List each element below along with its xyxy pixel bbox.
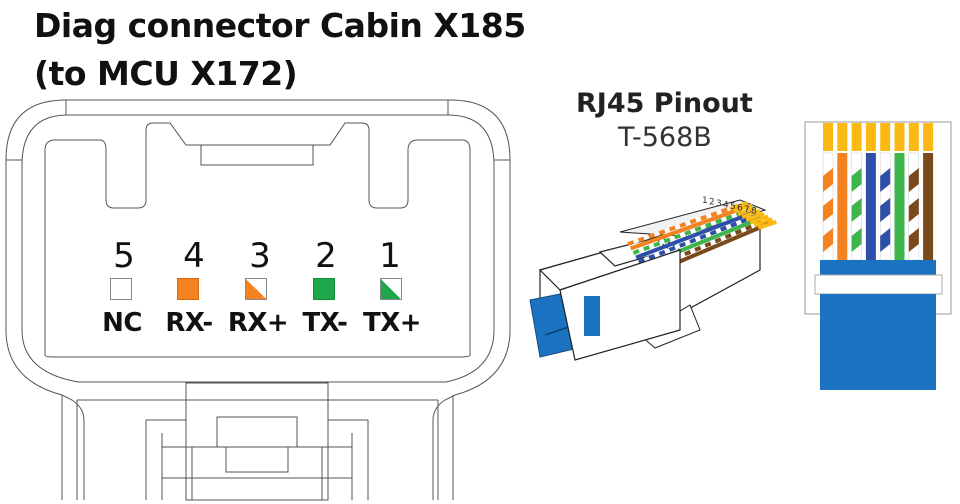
contact-pin-5 bbox=[880, 123, 891, 151]
side-contact-2 bbox=[733, 203, 753, 214]
side-contact-6 bbox=[749, 214, 769, 225]
pin-number-5: 5 bbox=[113, 236, 135, 276]
side-contact-8 bbox=[757, 220, 777, 230]
side-contact-1 bbox=[729, 201, 749, 211]
wire-white-brown bbox=[908, 152, 920, 261]
side-contact-7 bbox=[753, 217, 773, 228]
wire-brown bbox=[923, 153, 934, 260]
side-contact-4 bbox=[741, 209, 761, 219]
contact-pin-6 bbox=[894, 123, 905, 151]
pin-signal-1: TX+ bbox=[362, 308, 422, 338]
pin-signal-4: RX- bbox=[165, 308, 213, 338]
pin-5-color-swatch bbox=[110, 278, 132, 300]
side-pin-label-7: 7 bbox=[744, 205, 750, 215]
pin-number-2: 2 bbox=[315, 236, 337, 276]
contact-pin-3 bbox=[851, 123, 862, 151]
diag-connector-subtitle: (to MCU X172) bbox=[34, 54, 298, 93]
side-wire-white-blue bbox=[638, 213, 757, 264]
housing-inner bbox=[21, 114, 495, 383]
side-pin-label-3: 3 bbox=[716, 199, 722, 209]
side-pin-label-6: 6 bbox=[737, 204, 743, 214]
wire-white-orange bbox=[822, 152, 834, 261]
side-pin-label-2: 2 bbox=[709, 198, 715, 208]
pin-number-3: 3 bbox=[249, 236, 271, 276]
latch bbox=[61, 395, 454, 500]
pin-2-color-swatch bbox=[313, 278, 335, 300]
side-wire-blue bbox=[635, 211, 753, 260]
rj45-standard: T-568B bbox=[618, 122, 712, 153]
cable-jacket bbox=[820, 294, 936, 390]
rj45-front-view bbox=[804, 121, 952, 390]
cavity bbox=[44, 122, 471, 358]
pin-1-color-swatch bbox=[380, 278, 402, 300]
pin-signal-3: RX+ bbox=[227, 308, 289, 338]
side-pin-label-4: 4 bbox=[723, 201, 729, 211]
side-contact-3 bbox=[737, 206, 757, 217]
contact-pin-8 bbox=[923, 123, 934, 151]
wire-white-green bbox=[851, 152, 862, 261]
pin-signal-2: TX- bbox=[302, 308, 348, 338]
contact-pin-7 bbox=[908, 123, 919, 151]
contact-pin-1 bbox=[823, 123, 833, 151]
pin-signal-5: NC bbox=[102, 308, 142, 338]
rj45-title: RJ45 Pinout bbox=[576, 88, 753, 119]
side-pin-label-8: 8 bbox=[751, 207, 757, 217]
housing-outer bbox=[5, 99, 511, 500]
side-pin-label-5: 5 bbox=[730, 202, 736, 212]
side-wire-orange bbox=[630, 205, 745, 251]
pin-number-4: 4 bbox=[183, 236, 205, 276]
contact-pin-2 bbox=[837, 123, 848, 151]
pin-number-1: 1 bbox=[379, 236, 401, 276]
crimp-bar bbox=[814, 274, 943, 295]
wire-green bbox=[894, 153, 905, 260]
side-contact-5 bbox=[745, 211, 765, 222]
wire-white-blue bbox=[879, 152, 891, 261]
pin-4-color-swatch bbox=[177, 278, 199, 300]
contact-pin-4 bbox=[865, 123, 876, 151]
pin-3-color-swatch bbox=[245, 278, 267, 300]
wire-orange bbox=[837, 153, 848, 260]
diag-connector-title: Diag connector Cabin X185 bbox=[34, 6, 526, 45]
cable-jacket-top bbox=[820, 260, 936, 275]
side-pin-label-1: 1 bbox=[702, 196, 708, 206]
wire-blue bbox=[865, 153, 876, 260]
